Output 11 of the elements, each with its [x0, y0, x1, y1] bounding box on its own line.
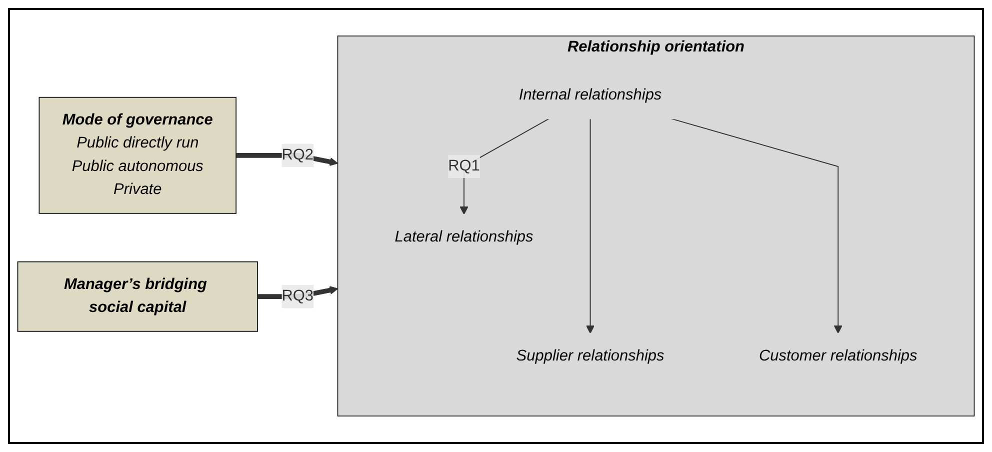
- node-text: Supplier relationships: [516, 348, 664, 364]
- node-box: Mode of governance Public directly run Public autonomous Private: [38, 96, 237, 214]
- edge-label: RQ2: [282, 146, 314, 164]
- edge-label: RQ1: [448, 158, 480, 174]
- node-text: Internal relationships: [518, 86, 662, 104]
- node-text: Lateral relationships: [394, 228, 534, 246]
- arrow: [586, 118, 595, 334]
- edge-label: RQ3: [282, 288, 314, 304]
- arrow: [670, 118, 842, 334]
- node-box: Manager’s bridging social capital: [17, 261, 258, 332]
- node-text: Customer relationships: [759, 348, 918, 364]
